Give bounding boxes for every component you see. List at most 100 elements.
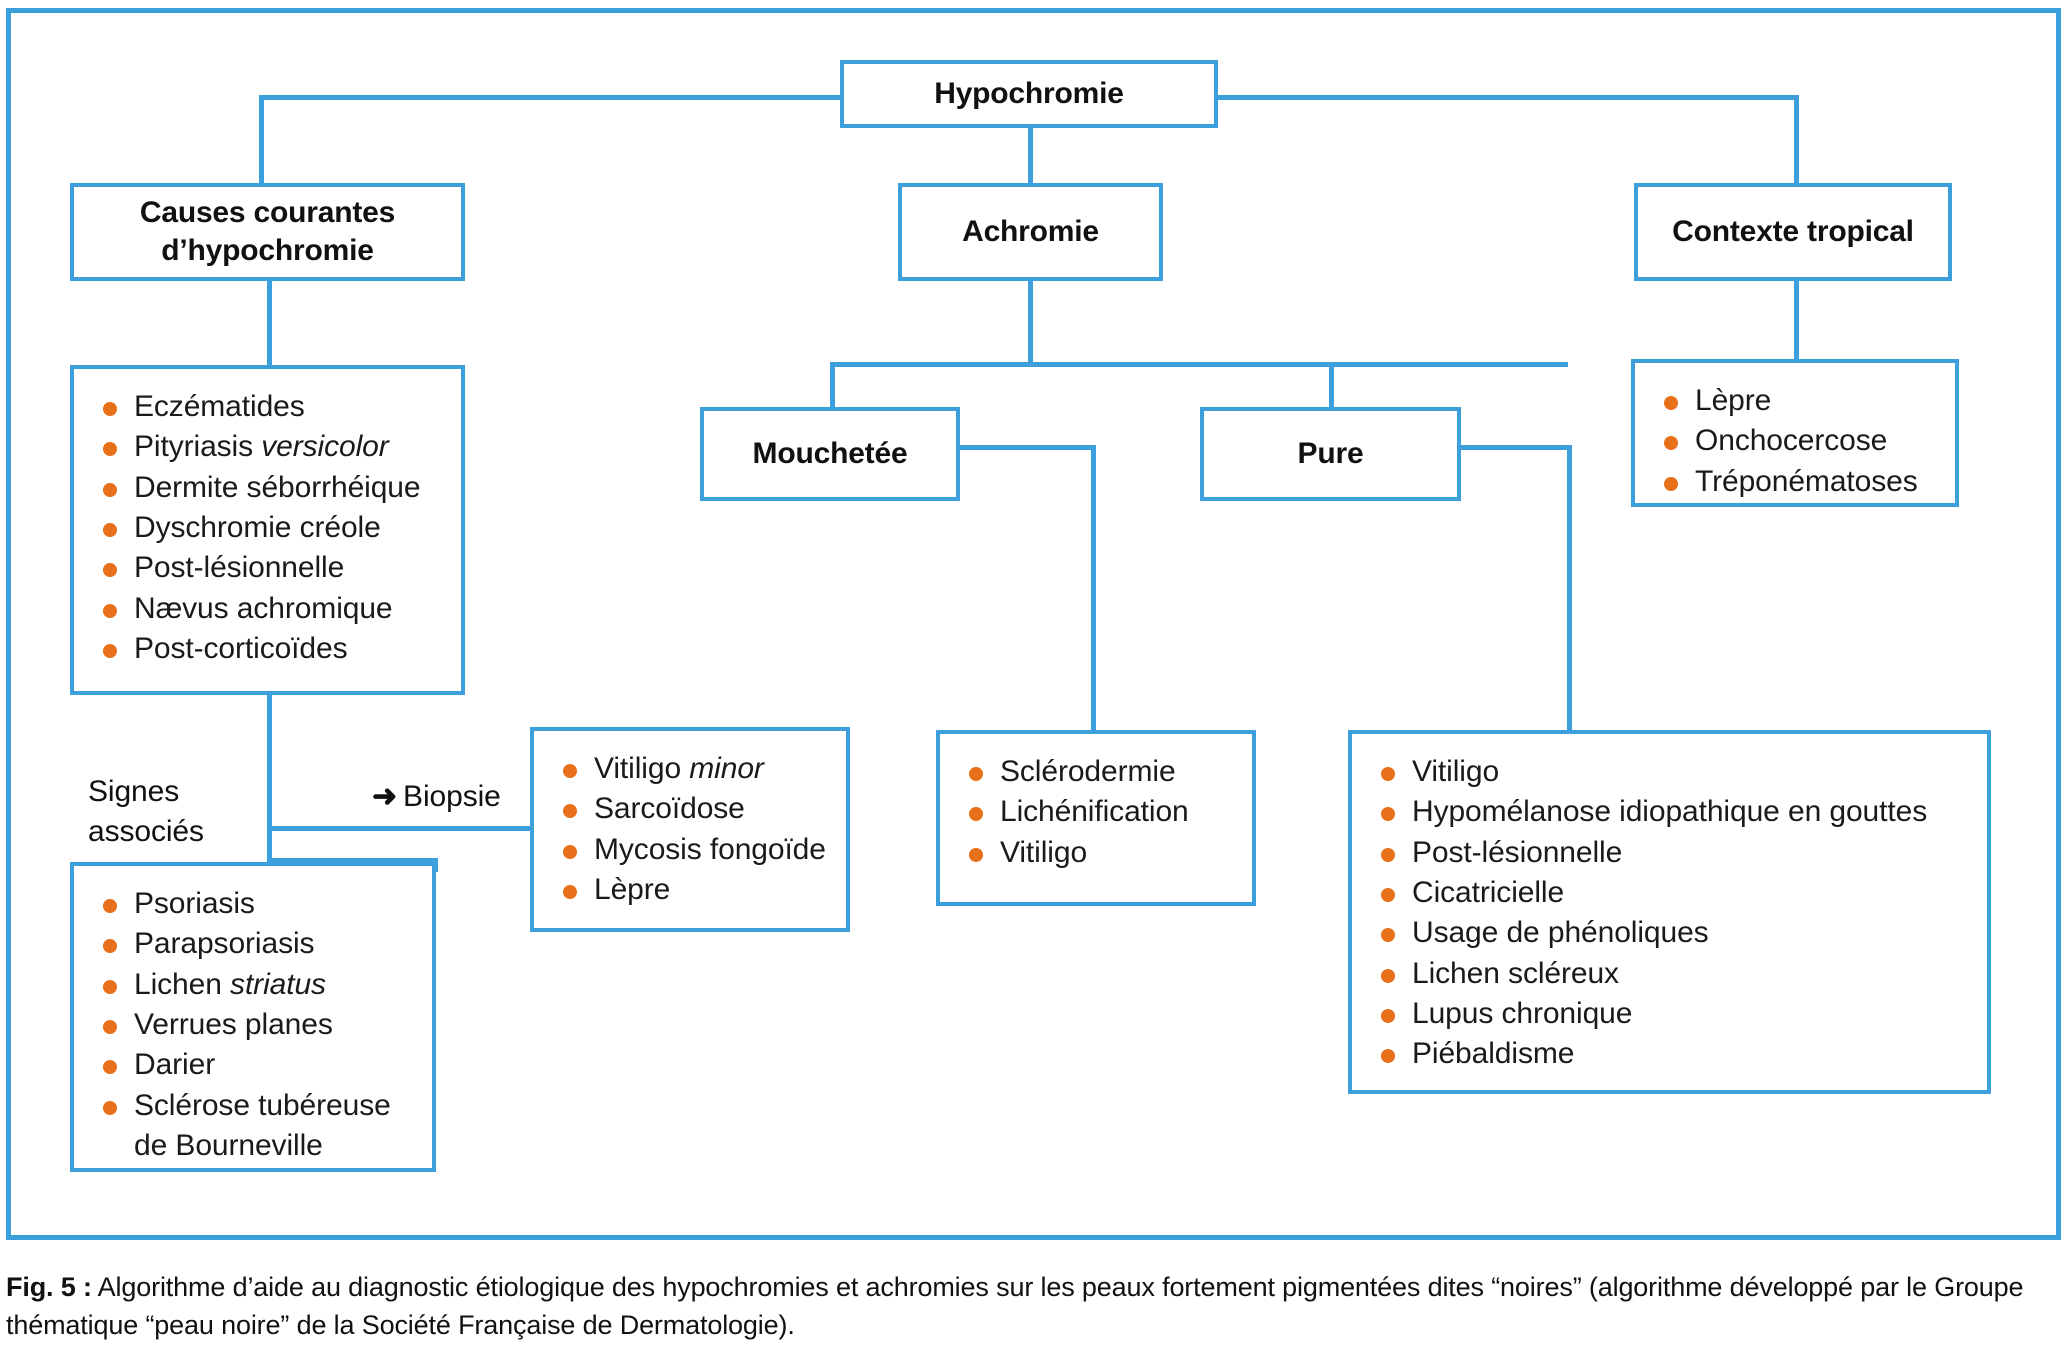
connector-to-mouchetee xyxy=(830,362,835,407)
frame-bottom-border xyxy=(6,1235,2061,1240)
bullet-icon xyxy=(969,847,983,862)
list-item-label: Eczématides xyxy=(134,390,305,423)
list-item-label: Vitiligo xyxy=(1000,835,1088,869)
list-item: Sclérodermie xyxy=(966,752,1230,792)
connector-to-pure xyxy=(1329,362,1334,407)
bullet-icon xyxy=(1381,1009,1395,1024)
node-hypochromie[interactable]: Hypochromie xyxy=(840,60,1218,128)
list-item-label: Pityriasis xyxy=(134,430,262,464)
list-item: Pityriasis versicolor xyxy=(100,427,439,467)
figure-caption: Fig. 5 : Algorithme d’aide au diagnostic… xyxy=(6,1268,2062,1345)
list-item: Hypomélanose idiopathique en gouttes xyxy=(1378,792,1965,832)
bullet-icon xyxy=(103,1060,117,1075)
list-item-label: Vitiligo xyxy=(594,752,690,785)
list-item-label: Lèpre xyxy=(1695,384,1772,417)
node-causes-courantes[interactable]: Causes courantes d’hypochromie xyxy=(70,183,465,281)
bullet-icon xyxy=(103,482,117,497)
list-item: Lupus chronique xyxy=(1378,994,1965,1034)
connector-causes-to-signes xyxy=(267,695,272,851)
list-item-label: Hypomélanose idiopathique en gouttes xyxy=(1412,795,1928,829)
bullet-icon xyxy=(1381,928,1395,943)
signes-associes-line2: associés xyxy=(88,814,204,848)
signes-associes-line1: Signes xyxy=(88,775,180,808)
node-achromie[interactable]: Achromie xyxy=(898,183,1163,281)
list-item-label: Usage de phénoliques xyxy=(1412,916,1709,950)
connector-tropical-drop xyxy=(1794,281,1799,359)
connector-achromie-bus xyxy=(830,362,1568,367)
bullet-icon xyxy=(969,807,983,822)
connector-root-to-left xyxy=(259,95,264,183)
list-item-label: Lichénification xyxy=(1000,795,1189,829)
list-item-label: Dyschromie créole xyxy=(134,511,381,545)
frame-left-border xyxy=(6,8,11,1240)
node-causes-courantes-label: Causes courantes d’hypochromie xyxy=(139,195,396,267)
signes-associes-label: Signes associés xyxy=(88,772,268,852)
list-item-label: Parapsoriasis xyxy=(134,927,315,961)
bullet-icon xyxy=(103,939,117,954)
list-item: Vitiligo xyxy=(966,833,1230,873)
list-item: Post-lésionnelle xyxy=(1378,833,1965,873)
list-item-label: Sarcoïdose xyxy=(594,792,745,826)
list-item-label: Piébaldisme xyxy=(1412,1037,1575,1071)
node-contexte-tropical[interactable]: Contexte tropical xyxy=(1634,183,1952,281)
connector-psoriasis-bus xyxy=(267,858,437,863)
bullet-icon xyxy=(969,767,983,781)
list-item-label: Lèpre xyxy=(594,873,671,907)
connector-pure-right xyxy=(1461,445,1571,450)
bullet-icon xyxy=(1381,807,1395,822)
bullet-icon xyxy=(103,899,117,913)
connector-mouchetee-right xyxy=(960,445,1095,450)
list-item: Eczématides xyxy=(100,387,439,427)
node-mouchetee-label: Mouchetée xyxy=(752,436,908,470)
bullet-icon xyxy=(103,563,117,578)
list-item-label: Post-lésionnelle xyxy=(1412,835,1623,869)
connector-root-to-middle xyxy=(1028,128,1033,186)
bullet-icon xyxy=(563,804,577,819)
list-item: Usage de phénoliques xyxy=(1378,913,1965,953)
connector-mouchetee-down xyxy=(1091,445,1096,733)
biopsie-label: ➜Biopsie xyxy=(372,779,501,814)
node-achromie-label: Achromie xyxy=(962,214,1099,248)
bullet-icon xyxy=(563,885,577,900)
list-item-label: Darier xyxy=(134,1048,216,1082)
list-item: de Bourneville xyxy=(100,1126,410,1166)
list-item: Sclérose tubéreuse xyxy=(100,1086,410,1126)
list-item-label: Post-corticoïdes xyxy=(134,632,348,666)
bullet-icon xyxy=(563,844,577,859)
node-mouchetee[interactable]: Mouchetée xyxy=(700,407,960,501)
list-item: Tréponématoses xyxy=(1661,462,1933,502)
connector-signes-bus xyxy=(267,826,532,831)
list-item: Verrues planes xyxy=(100,1005,410,1045)
list-item: Piébaldisme xyxy=(1378,1034,1965,1074)
list-item-label: Psoriasis xyxy=(134,887,255,920)
arrow-right-icon: ➜ xyxy=(372,780,398,813)
node-pure[interactable]: Pure xyxy=(1200,407,1461,501)
list-item-label: Cicatricielle xyxy=(1412,876,1565,910)
list-item-emphasis: versicolor xyxy=(261,430,389,464)
list-item: Vitiligo minor xyxy=(560,749,824,789)
list-item-label: Lichen xyxy=(134,967,231,1001)
list-item: Dermite séborrhéique xyxy=(100,468,439,508)
list-item: Nævus achromique xyxy=(100,589,439,629)
list-item-label: Tréponématoses xyxy=(1695,464,1918,498)
list-item-label: Dermite séborrhéique xyxy=(134,470,421,504)
list-item: Darier xyxy=(100,1045,410,1085)
bullet-icon xyxy=(1664,396,1678,410)
bullet-icon xyxy=(103,1020,117,1035)
bullet-icon xyxy=(103,523,117,538)
list-item: Parapsoriasis xyxy=(100,924,410,964)
bullet-icon xyxy=(563,764,577,778)
list-item: Psoriasis xyxy=(100,884,410,924)
list-item: Lichen scléreux xyxy=(1378,954,1965,994)
list-item: Cicatricielle xyxy=(1378,873,1965,913)
